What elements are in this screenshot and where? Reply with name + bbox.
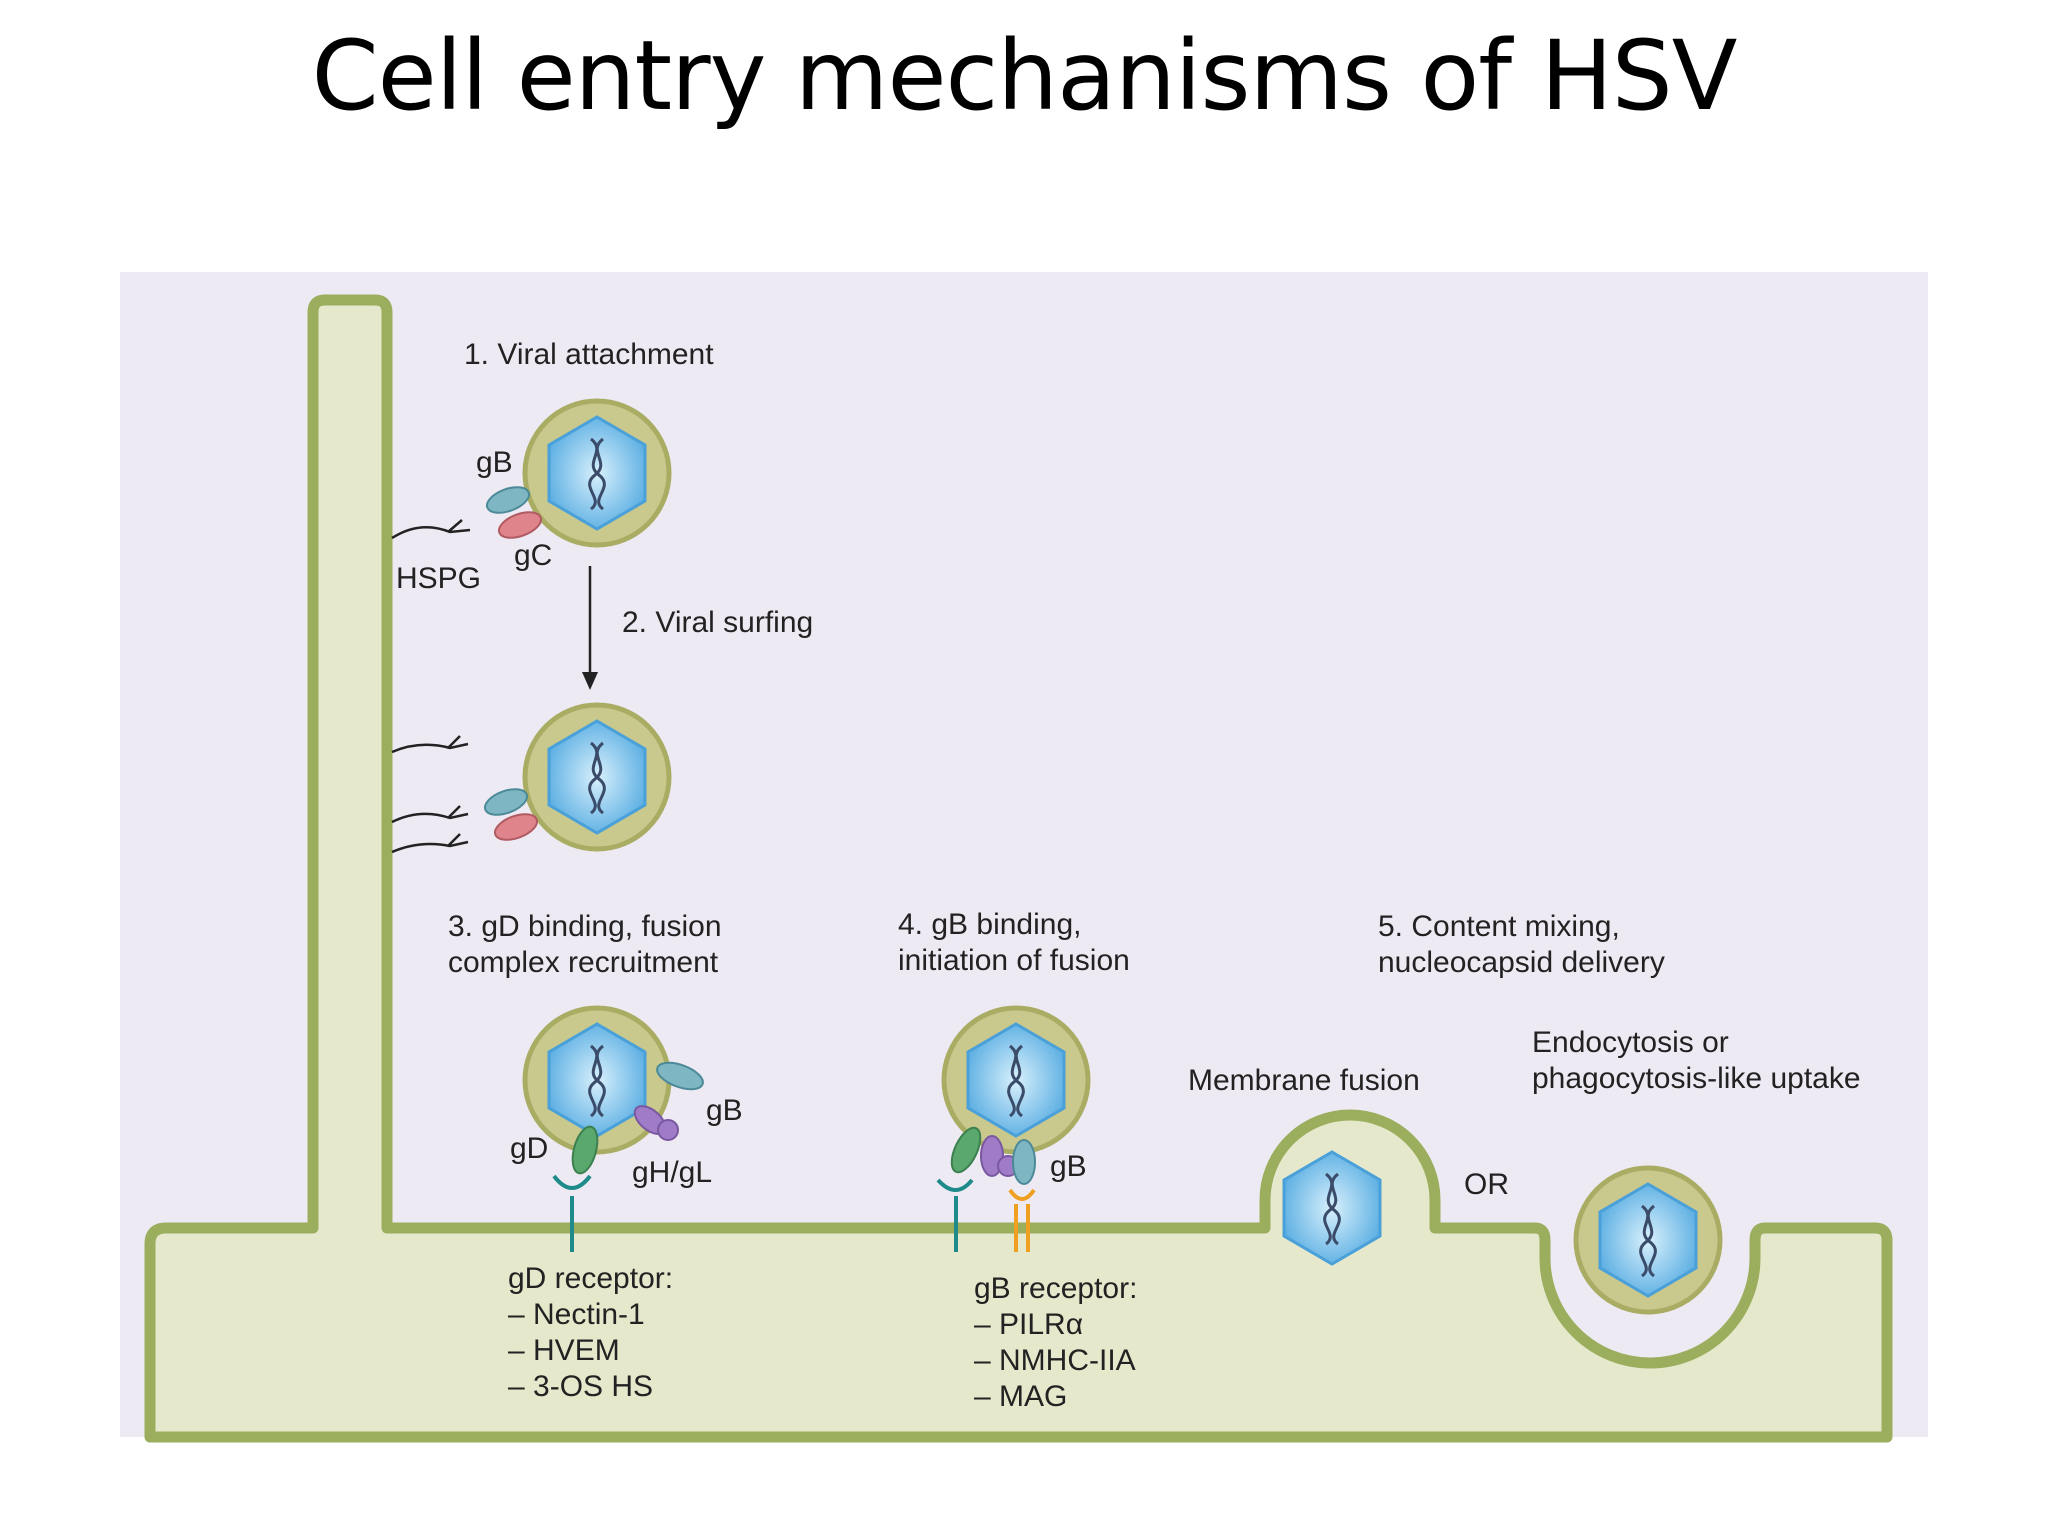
or-label: OR (1464, 1168, 1509, 1201)
gHgL-complex-bulb (657, 1119, 679, 1141)
label-hspg: HSPG (396, 562, 481, 595)
hspg-strand (391, 735, 469, 754)
label-gB-4: gB (1050, 1150, 1087, 1183)
virion-gB-binding (944, 1008, 1088, 1152)
gC-glycoprotein (493, 813, 539, 841)
gB-receptor (1008, 1188, 1036, 1252)
step-4-label-line2: initiation of fusion (898, 944, 1130, 977)
gD-receptor-item: – HVEM (508, 1334, 620, 1367)
step-3-label-line2: complex recruitment (448, 946, 719, 979)
gD-receptor (552, 1174, 592, 1252)
gB-receptor-heading: gB receptor: (974, 1272, 1137, 1305)
gB-glycoprotein (1012, 1139, 1036, 1185)
gB-receptor-item: – NMHC-IIA (974, 1344, 1136, 1377)
gC-glycoprotein (497, 511, 543, 539)
virion-endocytosis (1576, 1168, 1720, 1312)
gB-glycoprotein (483, 788, 529, 816)
step-5-label-line1: 5. Content mixing, (1378, 910, 1620, 943)
step-5-label-line2: nucleocapsid delivery (1378, 946, 1665, 979)
gD-glycoprotein (950, 1126, 982, 1174)
label-gD: gD (510, 1132, 548, 1165)
virion-attachment (525, 401, 669, 545)
surfing-arrowhead (582, 672, 598, 690)
label-gHgL: gH/gL (632, 1156, 712, 1189)
step-4-label-line1: 4. gB binding, (898, 908, 1081, 941)
hspg-strand (391, 519, 471, 540)
gB-receptor-item: – MAG (974, 1380, 1067, 1413)
gB-glycoprotein (656, 1061, 704, 1091)
hspg-strand (391, 805, 469, 824)
gD-receptor (936, 1178, 974, 1252)
label-gB-1: gB (476, 446, 513, 479)
cell-membrane (144, 294, 1893, 1443)
endocytosis-label-line2: phagocytosis-like uptake (1532, 1062, 1861, 1095)
gD-glycoprotein (571, 1125, 599, 1175)
virion-surfing (525, 705, 669, 849)
endocytosis-label-line1: Endocytosis or (1532, 1026, 1729, 1059)
gD-receptor-item: – 3-OS HS (508, 1370, 653, 1403)
gB-glycoprotein (485, 486, 531, 514)
step-2-label: 2. Viral surfing (622, 606, 813, 639)
hspg-strand (391, 833, 469, 854)
gD-receptor-item: – Nectin-1 (508, 1298, 645, 1331)
membrane-fusion-label: Membrane fusion (1188, 1064, 1420, 1097)
label-gC: gC (514, 539, 552, 572)
gD-receptor-heading: gD receptor: (508, 1262, 673, 1295)
step-3-label-line1: 3. gD binding, fusion (448, 910, 722, 943)
slide-title: Cell entry mechanisms of HSV (311, 20, 1738, 132)
step-1-label: 1. Viral attachment (464, 338, 714, 371)
label-gB-3: gB (706, 1094, 743, 1127)
gB-receptor-item: – PILRα (974, 1308, 1083, 1341)
